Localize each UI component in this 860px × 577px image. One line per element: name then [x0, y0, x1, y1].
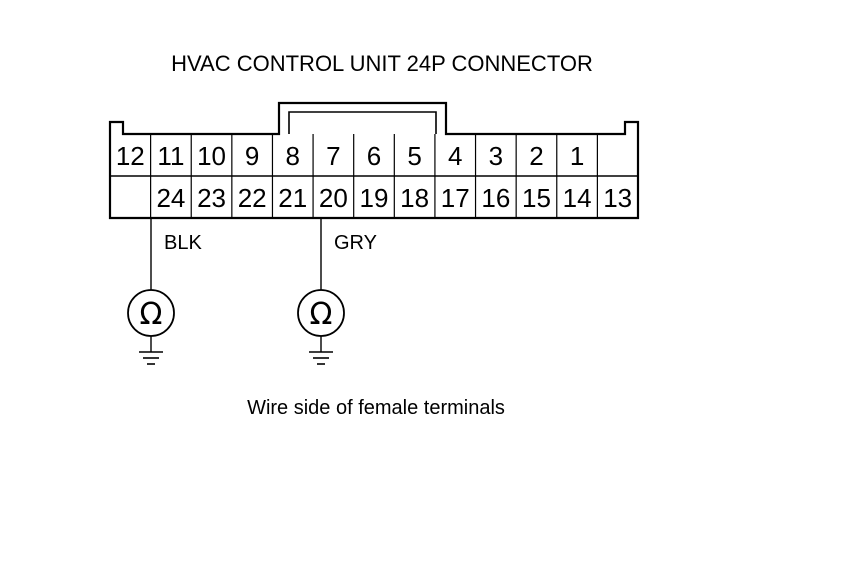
ohm-symbol: Ω — [310, 297, 333, 332]
terminal-14: 14 — [563, 183, 592, 213]
wire-color-label: GRY — [334, 232, 377, 254]
terminal-3: 3 — [489, 141, 503, 171]
terminal-6: 6 — [367, 141, 381, 171]
terminal-5: 5 — [407, 141, 421, 171]
terminal-1: 1 — [570, 141, 584, 171]
terminal-4: 4 — [448, 141, 462, 171]
terminal-23: 23 — [197, 183, 226, 213]
terminal-7: 7 — [326, 141, 340, 171]
ground-icon — [139, 351, 163, 365]
ohm-symbol: Ω — [140, 297, 163, 332]
probe-terminal-20: GRY Ω — [297, 218, 377, 365]
diagram-caption: Wire side of female terminals — [247, 397, 505, 419]
terminal-16: 16 — [481, 183, 510, 213]
terminal-24: 24 — [156, 183, 185, 213]
wire-color-label: BLK — [164, 232, 202, 254]
terminal-10: 10 — [197, 141, 226, 171]
probe-terminal-24: BLK Ω — [127, 218, 202, 365]
terminal-22: 22 — [238, 183, 267, 213]
terminal-21: 21 — [278, 183, 307, 213]
terminal-19: 19 — [360, 183, 389, 213]
terminal-17: 17 — [441, 183, 470, 213]
diagram-title: HVAC CONTROL UNIT 24P CONNECTOR — [171, 51, 593, 76]
connector-housing — [108, 101, 640, 220]
terminal-9: 9 — [245, 141, 259, 171]
terminal-12: 12 — [116, 141, 145, 171]
terminal-2: 2 — [529, 141, 543, 171]
terminal-8: 8 — [286, 141, 300, 171]
terminal-15: 15 — [522, 183, 551, 213]
connector-latch — [288, 111, 437, 134]
terminal-20: 20 — [319, 183, 348, 213]
ground-icon — [309, 351, 333, 365]
terminal-18: 18 — [400, 183, 429, 213]
terminal-13: 13 — [603, 183, 632, 213]
bottom-row-cells: 24 23 22 21 20 19 18 17 16 15 14 13 — [150, 176, 632, 218]
terminal-11: 11 — [157, 141, 184, 171]
